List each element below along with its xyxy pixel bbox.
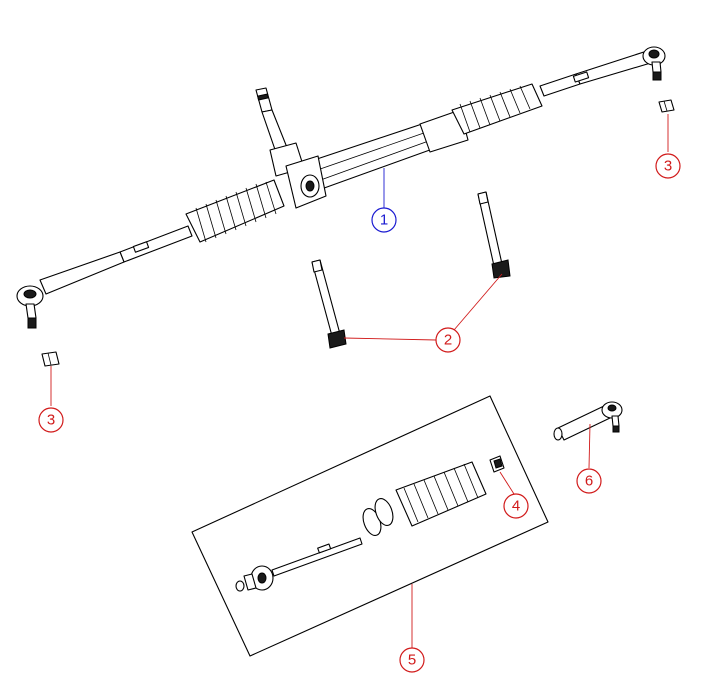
callout-5: 5: [399, 647, 425, 673]
leader-2-left: [343, 337, 437, 341]
outer-tie-rod-end: [553, 401, 623, 441]
inner-tie-rod: [235, 537, 363, 592]
left-bellows-boot: [185, 179, 285, 243]
callout-4-label: 4: [512, 498, 520, 515]
jam-nut: [489, 455, 505, 473]
leader-lines: [50, 114, 669, 648]
tie-rod-nut-left: [41, 351, 60, 367]
callout-3-left-label: 3: [47, 412, 55, 429]
callout-5-label: 5: [408, 652, 416, 669]
leader-6: [588, 423, 591, 469]
callout-3-right: 3: [655, 153, 681, 179]
mounting-bolt-right: [477, 191, 511, 279]
callout-1-label: 1: [380, 212, 388, 229]
steering-rack-assembly: [16, 46, 666, 329]
right-tie-rod: [539, 46, 666, 97]
callout-2-label: 2: [444, 332, 452, 349]
callout-3-left: 3: [38, 407, 64, 433]
mounting-bolts: [311, 191, 511, 349]
callout-2: 2: [435, 327, 461, 353]
callout-3-right-label: 3: [664, 158, 672, 175]
repair-kit-box: [191, 395, 549, 657]
callout-6-label: 6: [585, 473, 593, 490]
tie-rod-nut-right: [658, 99, 675, 113]
left-tie-rod: [16, 225, 193, 329]
boot-clamp-rings: [362, 498, 394, 536]
callout-1: 1: [371, 207, 397, 233]
mounting-bolt-left: [311, 259, 347, 349]
right-bellows-boot: [451, 83, 543, 135]
leader-4: [499, 471, 515, 495]
rack-housing: [285, 109, 469, 209]
kit-bellows-boot: [395, 461, 487, 527]
callout-4: 4: [503, 493, 529, 519]
callout-6: 6: [576, 468, 602, 494]
leader-2-right: [453, 273, 503, 331]
